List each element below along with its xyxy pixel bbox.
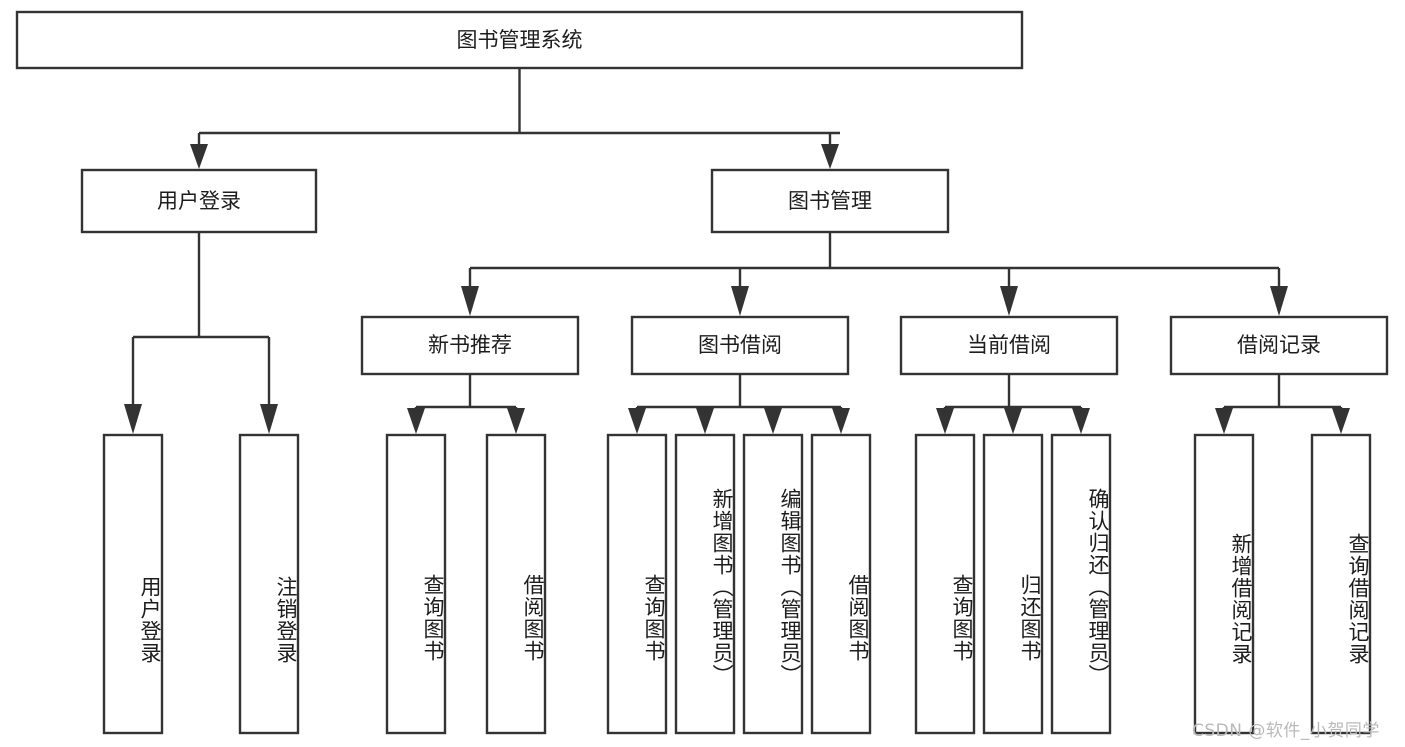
node-book-manage-label: 图书管理	[788, 189, 872, 213]
node-new-book-rec-box[interactable]	[360, 315, 580, 376]
node-leaf-confirm-return-label: 确认归还（管理员）	[1086, 488, 1110, 686]
arrow-currentborrow-l2	[1004, 408, 1022, 434]
node-leaf-query-book-1-label: 查询图书	[421, 573, 445, 662]
arrow-newbook-l2	[507, 408, 525, 434]
node-book-borrow-label: 图书借阅	[698, 333, 782, 357]
arrow-bm-to-newbook	[461, 286, 479, 316]
arrow-root-to-user-login	[190, 144, 208, 169]
arrow-root-to-book-manage	[821, 144, 839, 169]
node-borrow-record-label: 借阅记录	[1237, 333, 1321, 357]
csdn-watermark: CSDN @软件_小贺同学	[1192, 721, 1380, 741]
node-current-borrow-label: 当前借阅	[967, 333, 1051, 357]
node-leaf-logout-box[interactable]	[238, 433, 300, 735]
node-leaf-logout-label: 注销登录	[274, 576, 298, 664]
node-leaf-return-book-label: 归还图书	[1018, 573, 1042, 662]
node-leaf-borrow-book-2-label: 借阅图书	[846, 573, 870, 662]
node-book-manage-box[interactable]	[710, 168, 950, 234]
arrow-currentborrow-l3	[1072, 408, 1090, 434]
node-leaf-user-login-box[interactable]	[102, 433, 164, 735]
arrow-bm-to-currentborrow	[1000, 286, 1018, 316]
node-root-label: 图书管理系统	[457, 28, 583, 52]
arrow-borrowrecord-l1	[1215, 408, 1233, 434]
arrow-newbook-l1	[407, 408, 425, 434]
node-leaf-query-record-label: 查询借阅记录	[1346, 533, 1370, 665]
node-leaf-query-book-1-box[interactable]	[385, 433, 447, 735]
node-leaf-query-book-2-label: 查询图书	[642, 573, 666, 662]
node-leaf-query-book-3-box[interactable]	[914, 433, 976, 735]
node-book-borrow-box[interactable]	[630, 315, 850, 376]
node-user-login-label: 用户登录	[157, 189, 241, 213]
node-leaf-add-book-box[interactable]	[674, 433, 736, 735]
node-layer: 图书管理系统 用户登录 图书管理 新书推荐 图书借阅 当前借阅 借阅记录	[15, 10, 1389, 735]
node-leaf-return-book-box[interactable]	[982, 433, 1044, 735]
arrow-bookborrow-l3	[764, 408, 782, 434]
arrow-bm-to-bookborrow	[731, 286, 749, 316]
node-leaf-borrow-book-1-label: 借阅图书	[521, 573, 545, 662]
node-leaf-add-book-label: 新增图书（管理员）	[710, 488, 734, 686]
node-leaf-edit-book-label: 编辑图书（管理员）	[778, 488, 802, 686]
node-borrow-record-box[interactable]	[1169, 315, 1389, 376]
connector-layer	[124, 68, 1350, 434]
arrow-bookborrow-l4	[832, 408, 850, 434]
node-leaf-add-record-box[interactable]	[1193, 433, 1255, 735]
arrow-bookborrow-l2	[696, 408, 714, 434]
node-leaf-confirm-return-box[interactable]	[1050, 433, 1112, 735]
node-leaf-query-book-2-box[interactable]	[606, 433, 668, 735]
node-leaf-edit-book-box[interactable]	[742, 433, 804, 735]
node-leaf-borrow-book-1-box[interactable]	[485, 433, 547, 735]
arrow-bookborrow-l1	[628, 408, 646, 434]
arrow-currentborrow-l1	[936, 408, 954, 434]
node-leaf-query-book-3-label: 查询图书	[950, 573, 974, 662]
arrow-bm-to-borrowrecord	[1270, 286, 1288, 316]
node-current-borrow-box[interactable]	[899, 315, 1119, 376]
node-root-box[interactable]	[15, 10, 1024, 70]
arrow-borrowrecord-l2	[1332, 408, 1350, 434]
node-user-login-box[interactable]	[80, 168, 318, 234]
node-new-book-rec-label: 新书推荐	[428, 333, 512, 357]
arrow-userlogin-l1	[124, 404, 142, 434]
arrow-userlogin-l2	[260, 404, 278, 434]
node-leaf-query-record-box[interactable]	[1310, 433, 1372, 735]
node-leaf-add-record-label: 新增借阅记录	[1229, 533, 1253, 665]
node-leaf-borrow-book-2-box[interactable]	[810, 433, 872, 735]
node-leaf-user-login-label: 用户登录	[138, 576, 162, 664]
